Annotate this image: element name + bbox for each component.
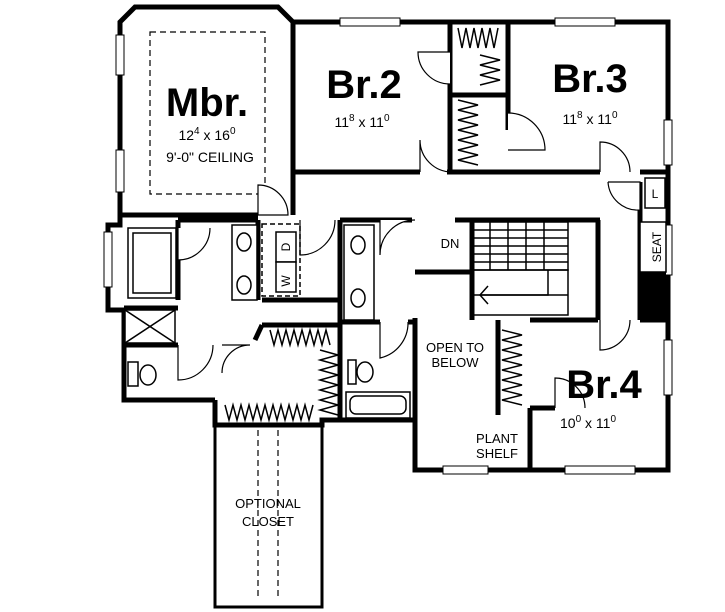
master-tub	[127, 227, 177, 299]
master-toilet	[139, 364, 157, 386]
room-name-br3: Br.3	[552, 57, 628, 101]
room-dims-br4: 100 x 110	[560, 414, 616, 431]
room-name-mbr: Mbr.	[166, 81, 248, 125]
room-dims-br2: 118 x 110	[335, 113, 390, 130]
laundry-outline	[261, 223, 301, 297]
seat-post	[640, 272, 666, 320]
open-to-below-line1: OPEN TO	[426, 340, 484, 355]
linen-label: L	[652, 187, 659, 201]
windows	[103, 17, 673, 475]
room-name-br2: Br.2	[326, 63, 402, 107]
fixtures	[124, 223, 411, 419]
room-dims-mbr: 124 x 160	[178, 126, 236, 143]
plant-shelf-line2: SHELF	[476, 446, 518, 461]
room-name-br4: Br.4	[566, 363, 642, 407]
optional-closet	[213, 423, 324, 609]
linen-box	[644, 177, 666, 209]
seat-box	[639, 221, 667, 273]
seat-label: SEAT	[650, 231, 664, 262]
stairs	[471, 221, 569, 316]
optional-closet-line1: OPTIONAL	[235, 496, 301, 511]
plant-shelf-line1: PLANT	[476, 431, 518, 446]
optional-closet-line2: CLOSET	[242, 514, 294, 529]
ceiling-note: 9'-0" CEILING	[166, 149, 254, 165]
doors	[177, 51, 641, 409]
washer-label: W	[279, 275, 293, 287]
dryer-label: D	[279, 242, 293, 251]
room-dims-br3: 118 x 110	[563, 110, 618, 127]
closet-rods	[224, 27, 523, 423]
hall-toilet	[356, 361, 374, 383]
ceiling-outline	[149, 31, 266, 195]
stairs-down-label: DN	[441, 236, 460, 251]
open-to-below-line2: BELOW	[432, 355, 480, 370]
